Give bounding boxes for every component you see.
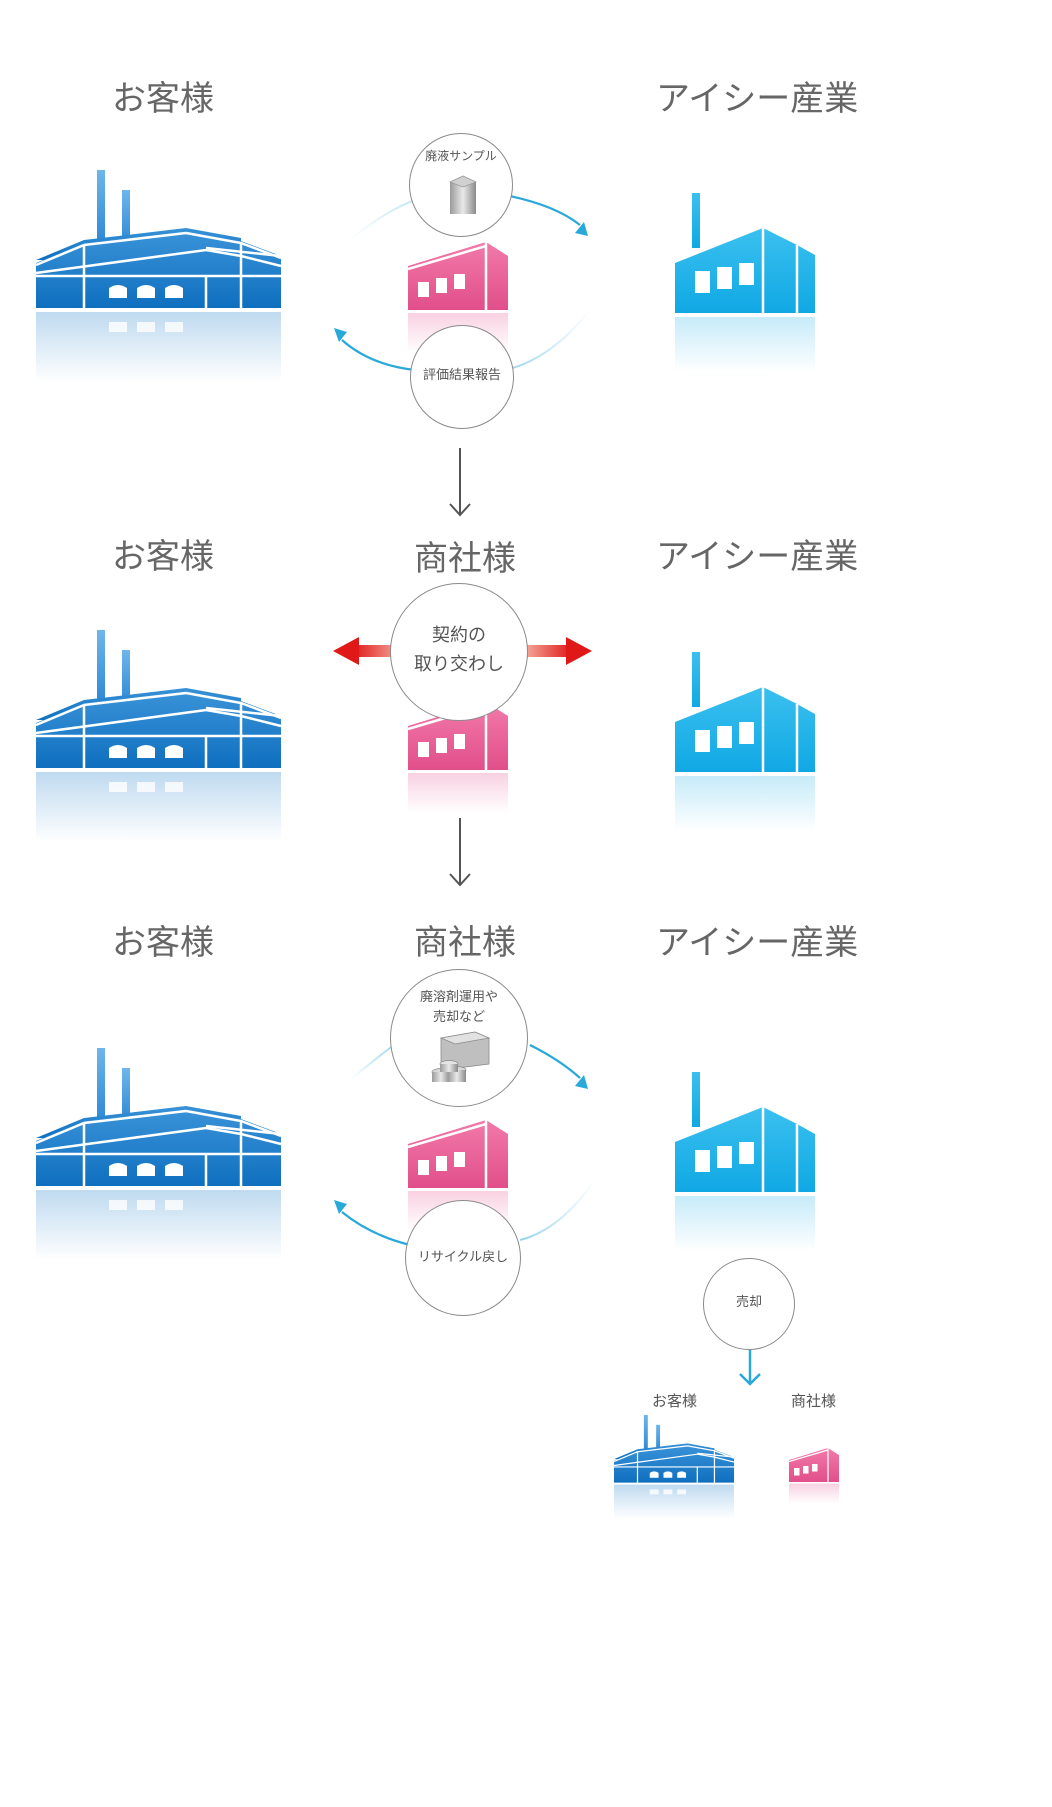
- solvent-operation-circle: 廃溶剤運用や 売却など: [390, 969, 528, 1107]
- sale-circle: 売却: [703, 1258, 795, 1350]
- evaluation-report-circle: 評価結果報告: [410, 325, 514, 429]
- solvent-label-line2: 売却など: [432, 1009, 485, 1025]
- sample-can-icon: [448, 175, 478, 214]
- evaluation-report-label: 評価結果報告: [422, 368, 501, 383]
- section1-ic-title: アイシー産業: [656, 79, 859, 119]
- section3-trader-title: 商社様: [414, 923, 516, 963]
- ic-factory-icon: [673, 191, 817, 372]
- section1-customer-title: お客様: [112, 79, 214, 119]
- down-arrow-1: [449, 448, 471, 517]
- contract-arrow-right: [520, 637, 592, 665]
- contract-circle: 契約の 取り交わし: [390, 583, 528, 721]
- customer-factory-icon: [34, 168, 283, 382]
- recycle-return-circle: リサイクル戻し: [405, 1200, 521, 1316]
- contract-label-line2: 取り交わし: [414, 653, 504, 675]
- small-customer-factory-icon: [613, 1414, 735, 1519]
- section2-ic-title: アイシー産業: [656, 537, 859, 577]
- small-trader-factory-icon: [788, 1447, 840, 1504]
- section2-trader-title: 商社様: [414, 539, 516, 579]
- waste-sample-circle: 廃液サンプル: [409, 133, 513, 237]
- sale-customer-title: お客様: [652, 1392, 698, 1410]
- customer-factory-icon: [34, 628, 283, 842]
- drums-tank-icon: [431, 1031, 491, 1082]
- section3-ic-title: アイシー産業: [656, 923, 859, 963]
- contract-label-line1: 契約の: [432, 625, 486, 646]
- sale-label: 売却: [735, 1295, 762, 1310]
- ic-factory-icon: [673, 1070, 817, 1251]
- section2-customer-title: お客様: [112, 537, 214, 577]
- customer-factory-icon: [34, 1046, 283, 1260]
- sale-down-arrow: [739, 1350, 761, 1386]
- recycle-return-label: リサイクル戻し: [417, 1250, 509, 1265]
- ic-factory-icon: [673, 650, 817, 831]
- solvent-label-line1: 廃溶剤運用や: [419, 990, 498, 1005]
- down-arrow-2: [449, 818, 471, 887]
- section3-cycle-arrows: [334, 1041, 596, 1247]
- waste-sample-label: 廃液サンプル: [425, 149, 497, 163]
- section3-customer-title: お客様: [112, 923, 214, 963]
- sale-trader-title: 商社様: [791, 1392, 837, 1410]
